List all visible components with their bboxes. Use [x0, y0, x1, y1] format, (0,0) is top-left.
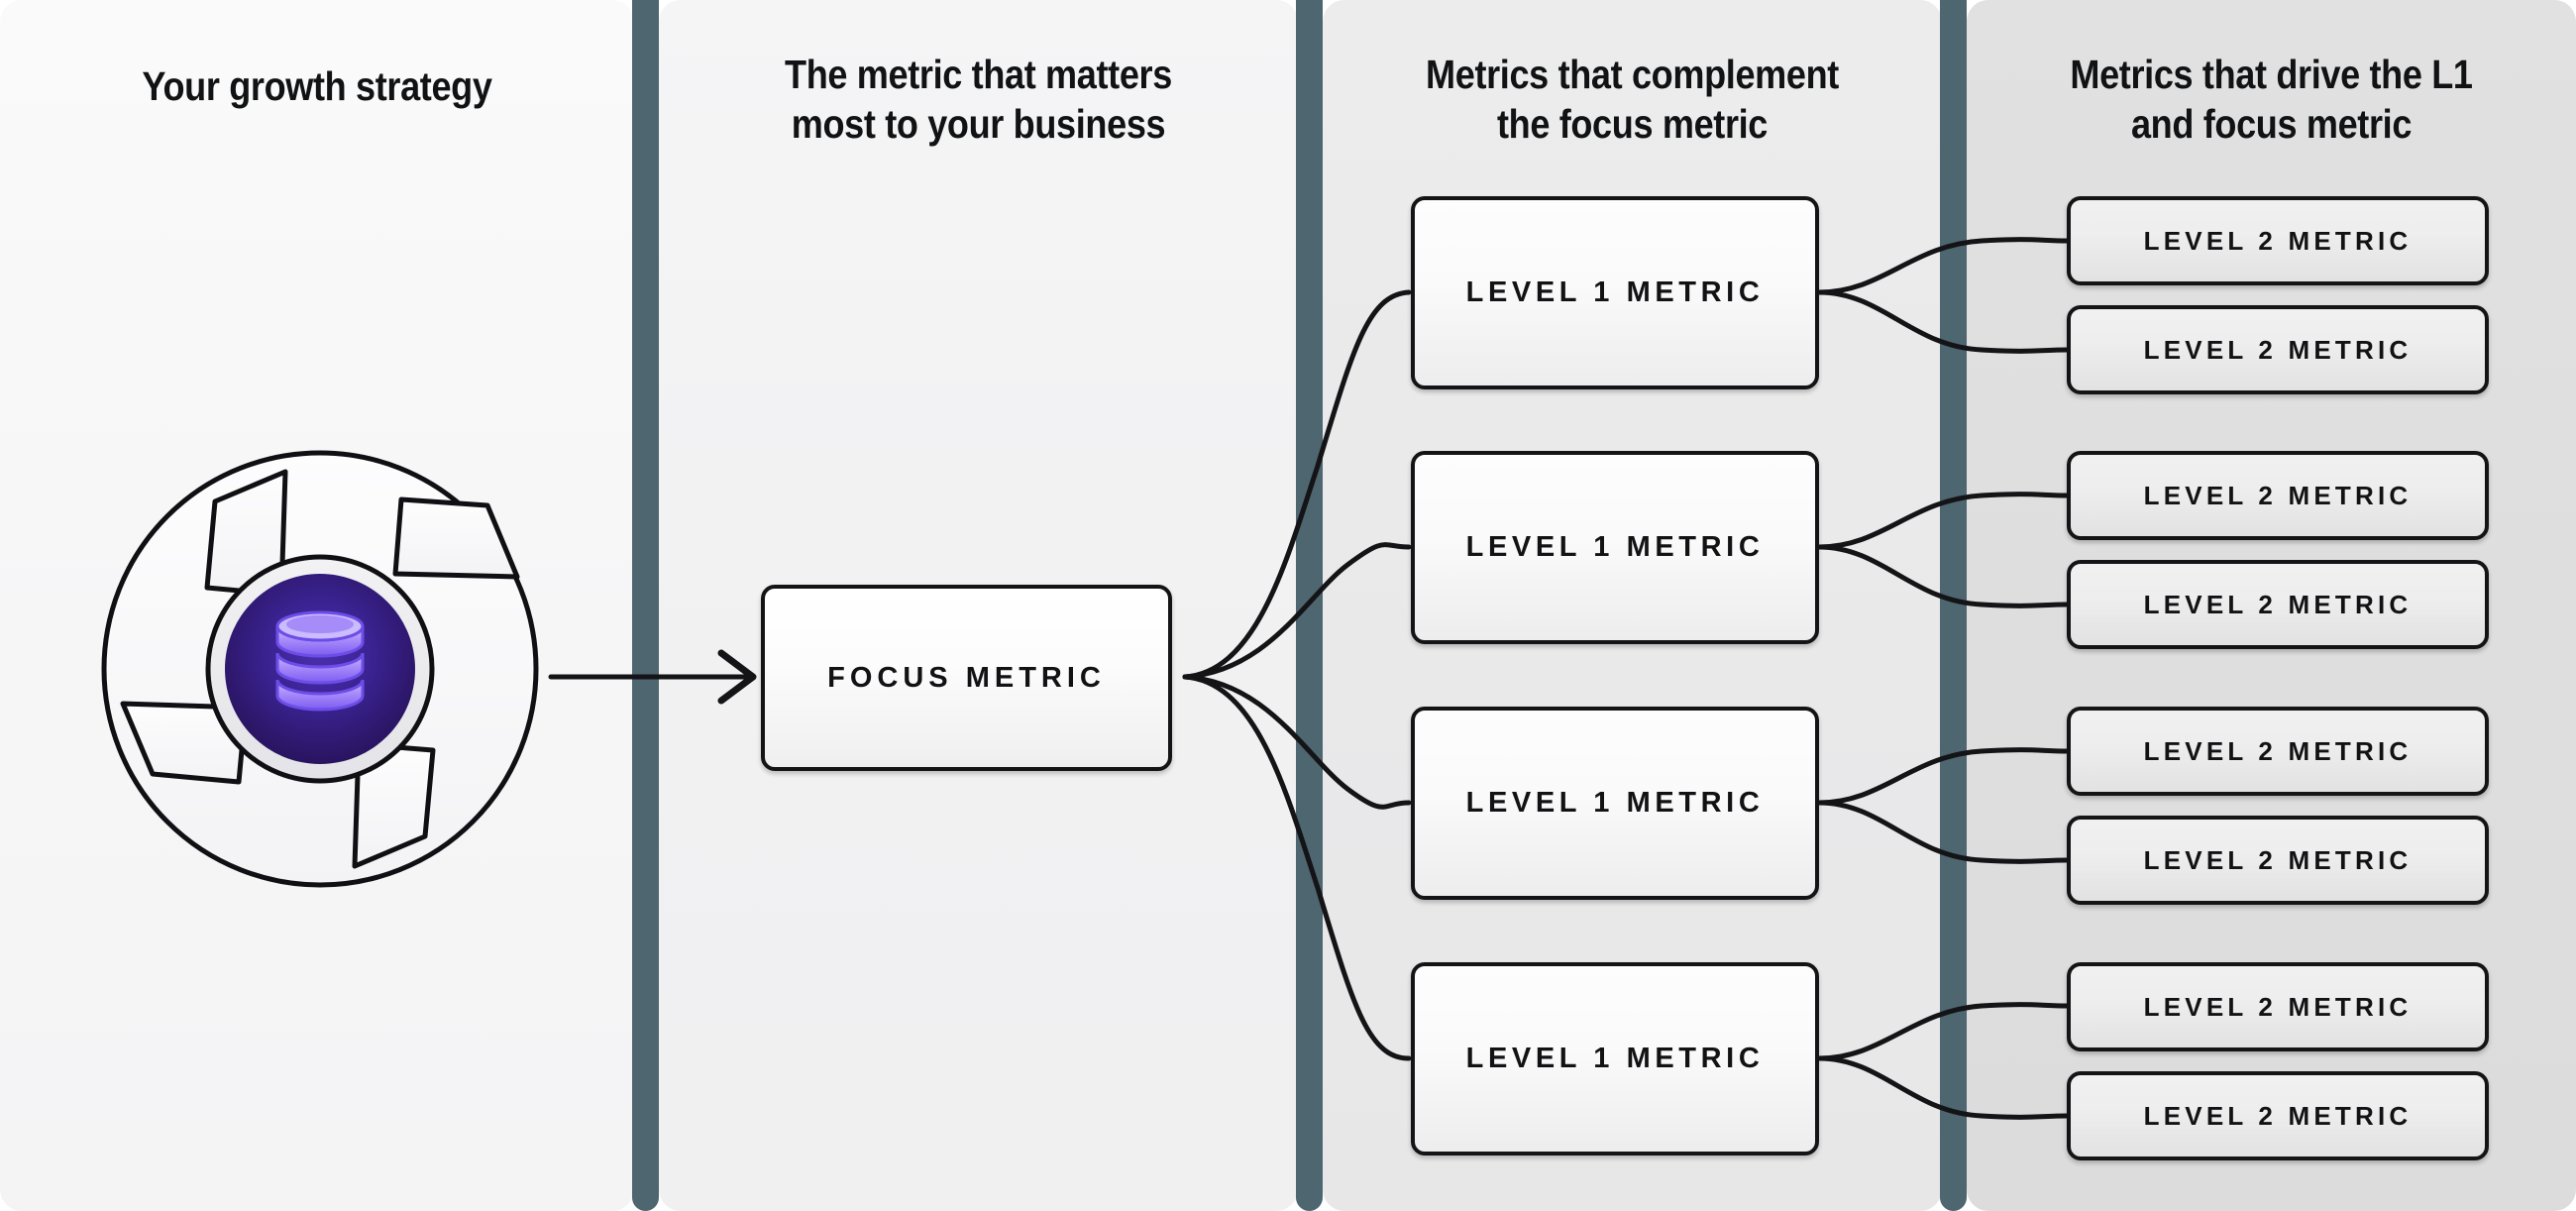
level-2-metric-label: LEVEL 2 METRIC — [2143, 991, 2413, 1022]
level-2-metric-label: LEVEL 2 METRIC — [2143, 589, 2413, 619]
level-2-metric-label: LEVEL 2 METRIC — [2143, 480, 2413, 510]
level-2-metric-box-3-b[interactable]: LEVEL 2 METRIC — [2067, 816, 2489, 905]
level-1-metric-box-1[interactable]: LEVEL 1 METRIC — [1411, 196, 1819, 389]
column-divider-1 — [632, 0, 659, 1211]
database-icon — [275, 610, 365, 712]
level-2-metric-label: LEVEL 2 METRIC — [2143, 735, 2413, 766]
column-divider-2 — [1296, 0, 1323, 1211]
level-2-metric-box-1-b[interactable]: LEVEL 2 METRIC — [2067, 305, 2489, 394]
level-2-metric-label: LEVEL 2 METRIC — [2143, 844, 2413, 875]
pinwheel-blades — [120, 469, 520, 869]
level-2-metric-label: LEVEL 2 METRIC — [2143, 334, 2413, 365]
focus-metric-label: FOCUS METRIC — [827, 661, 1106, 694]
column-title-growth-strategy: Your growth strategy — [142, 63, 492, 109]
level-2-metric-box-2-b[interactable]: LEVEL 2 METRIC — [2067, 560, 2489, 649]
level-2-metric-box-2-a[interactable]: LEVEL 2 METRIC — [2067, 451, 2489, 540]
level-2-metric-box-1-a[interactable]: LEVEL 2 METRIC — [2067, 196, 2489, 285]
level-2-metric-box-4-b[interactable]: LEVEL 2 METRIC — [2067, 1071, 2489, 1160]
level-2-metric-label: LEVEL 2 METRIC — [2143, 1100, 2413, 1131]
level-2-metric-box-4-a[interactable]: LEVEL 2 METRIC — [2067, 962, 2489, 1051]
level-2-metric-label: LEVEL 2 METRIC — [2143, 225, 2413, 256]
level-1-metric-box-4[interactable]: LEVEL 1 METRIC — [1411, 962, 1819, 1156]
column-divider-3 — [1940, 0, 1967, 1211]
level-1-metric-label: LEVEL 1 METRIC — [1465, 787, 1765, 819]
level-1-metric-label: LEVEL 1 METRIC — [1465, 531, 1765, 563]
level-1-metric-box-3[interactable]: LEVEL 1 METRIC — [1411, 707, 1819, 900]
level-2-metric-box-3-a[interactable]: LEVEL 2 METRIC — [2067, 707, 2489, 796]
level-1-metric-label: LEVEL 1 METRIC — [1465, 1043, 1765, 1074]
level-1-metric-label: LEVEL 1 METRIC — [1465, 276, 1765, 308]
growth-strategy-pinwheel-database-icon — [101, 450, 539, 888]
focus-metric-box[interactable]: FOCUS METRIC — [761, 585, 1172, 771]
level-1-metric-box-2[interactable]: LEVEL 1 METRIC — [1411, 451, 1819, 644]
